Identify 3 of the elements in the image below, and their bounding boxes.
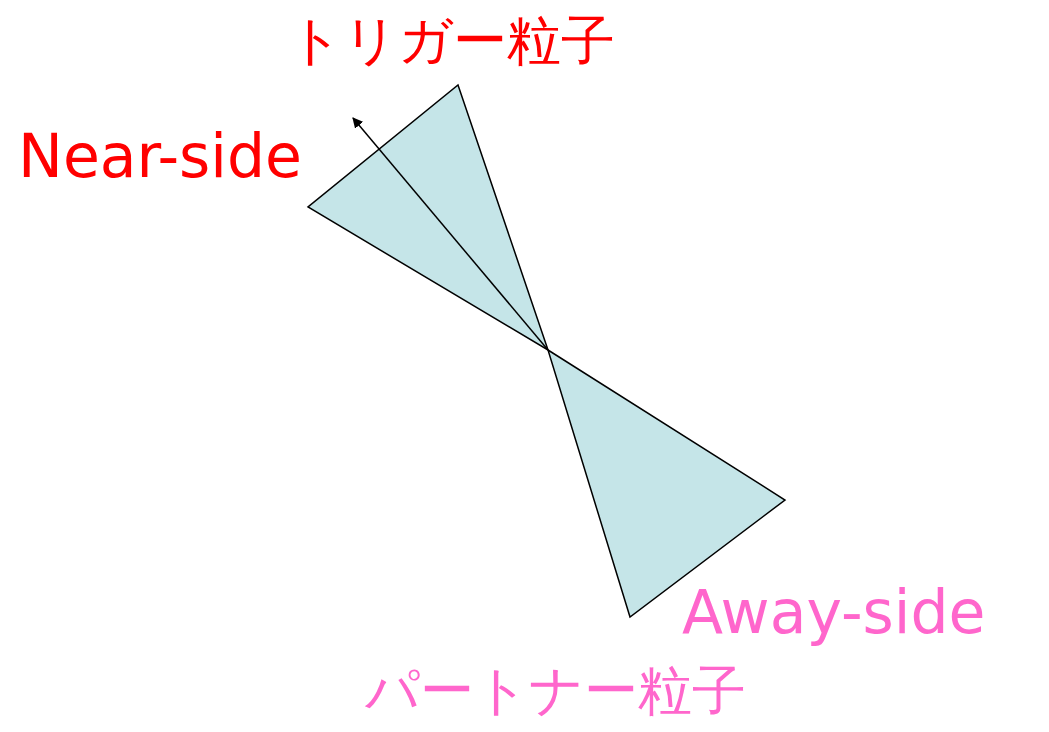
near-side-label: Near-side: [18, 126, 302, 186]
partner-particle-label: パートナー粒子: [365, 664, 746, 718]
trigger-particle-label: トリガー粒子: [288, 14, 615, 68]
